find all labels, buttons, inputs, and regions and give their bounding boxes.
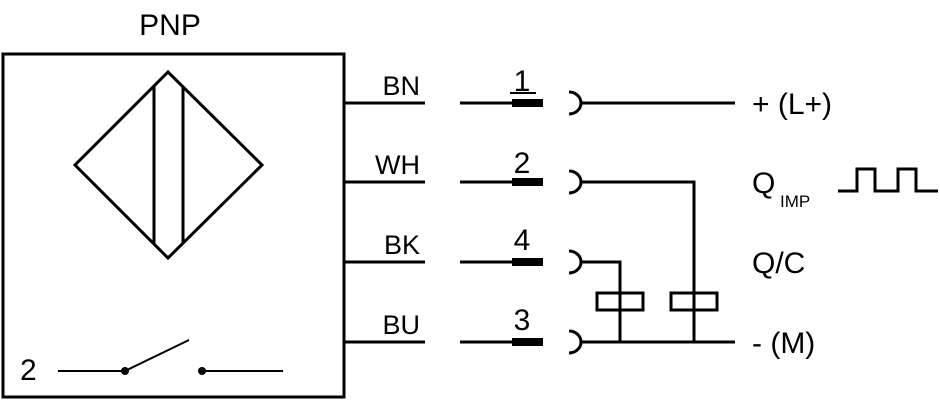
wire-color-label: BU [382, 310, 420, 340]
pin-contact [512, 338, 543, 346]
wire-color-label: BK [384, 230, 420, 260]
signal-label: + (L+) [752, 88, 832, 121]
wire-color-label: WH [375, 150, 420, 180]
signal-label: - (M) [752, 327, 815, 360]
inductive-sensor-icon [72, 69, 265, 261]
socket-icon [568, 169, 583, 195]
pulse-waveform-icon [838, 167, 938, 193]
wire-bn: BN 1 + (L+) [345, 65, 832, 121]
switch-label: 2 [20, 354, 37, 387]
load-coil-icon [595, 291, 645, 312]
pin-number: 1 [514, 65, 531, 98]
signal-label: Q/C [752, 247, 805, 280]
signal-label: Q [752, 167, 775, 200]
wire-wh: WH 2 Q IMP [345, 147, 938, 342]
pin-contact [512, 258, 543, 266]
sensor-housing [1, 52, 346, 399]
socket-icon [568, 249, 583, 275]
load-coil-icon [669, 291, 719, 312]
pin-number: 2 [514, 147, 531, 180]
wire-bk: BK 4 Q/C [345, 224, 805, 342]
wire-color-label: BN [382, 71, 420, 101]
socket-icon [568, 329, 583, 355]
pin-number: 4 [514, 224, 531, 257]
diagram-title: PNP [139, 9, 201, 42]
socket-icon [568, 90, 583, 116]
switch-icon: 2 [20, 339, 283, 387]
signal-subscript: IMP [780, 192, 810, 211]
pin-contact [512, 178, 543, 186]
pin-number: 3 [514, 304, 531, 337]
wire-bu: BU 3 - (M) [345, 304, 815, 360]
pin-contact [512, 99, 543, 107]
